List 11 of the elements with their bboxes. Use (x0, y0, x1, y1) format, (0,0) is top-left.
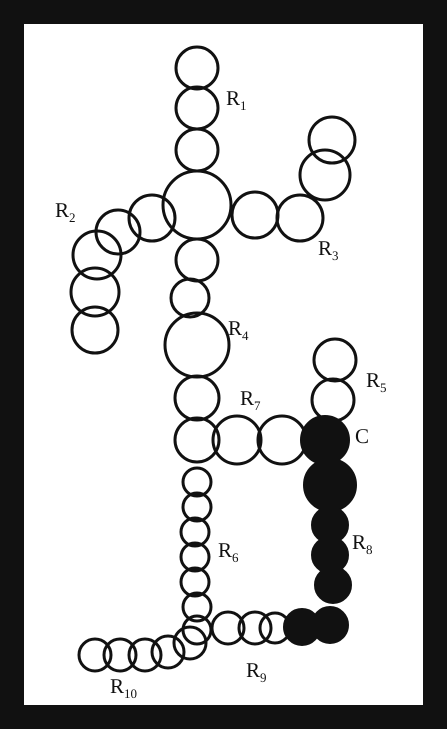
region-label: R$_{1}$ (226, 88, 247, 112)
region-label: R$_{7}$ (240, 388, 261, 412)
region-label: R$_{10}$ (110, 676, 138, 700)
region-label: R$_{6}$ (218, 540, 239, 564)
region-label: R$_{5}$ (366, 370, 387, 394)
region-label: R$_{3}$ (318, 238, 339, 262)
region-label: R$_{8}$ (352, 532, 373, 556)
region-label: R$_{2}$ (55, 200, 76, 224)
region-label: R$_{4}$ (228, 318, 249, 342)
region-label: C (355, 426, 370, 447)
region-label: R$_{9}$ (246, 660, 267, 684)
